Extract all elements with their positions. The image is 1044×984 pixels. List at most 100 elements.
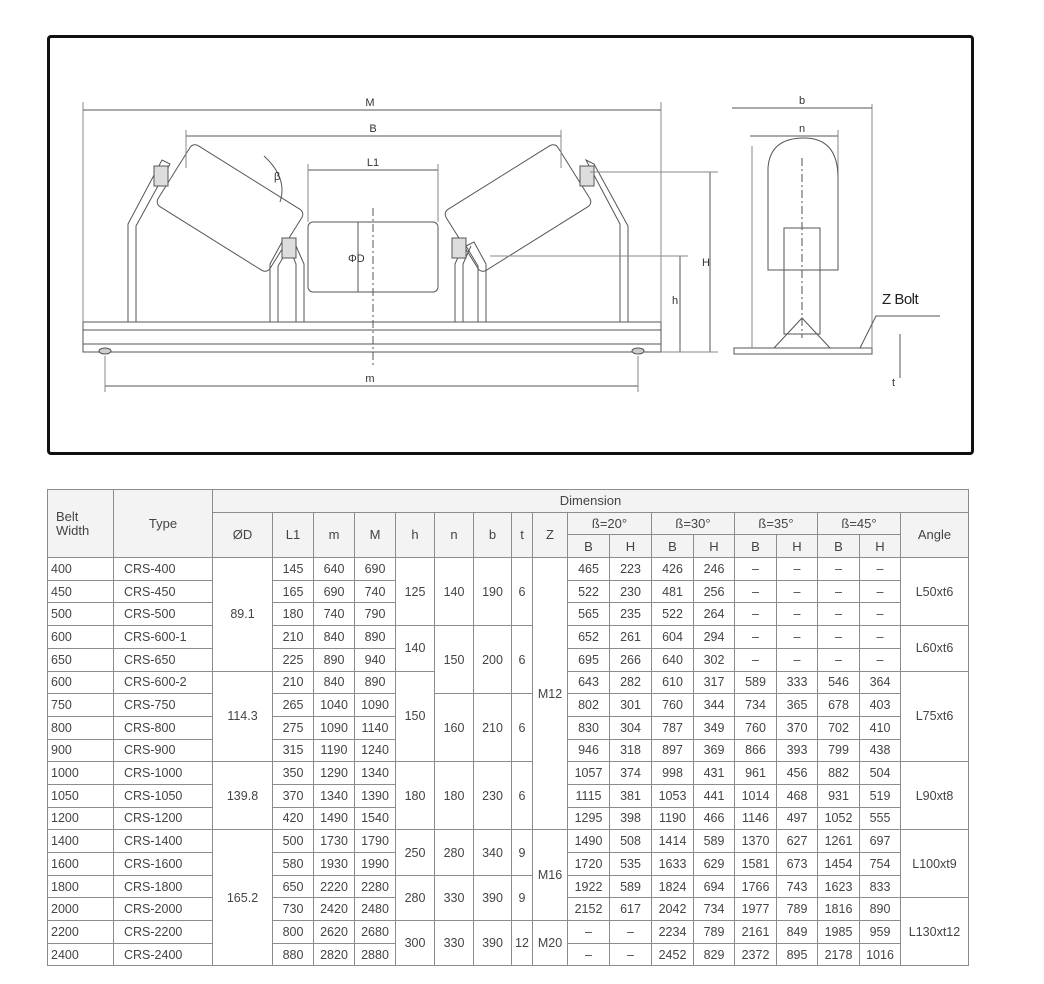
cell-b30: 1053 [651, 783, 694, 808]
cell-b45: 546 [817, 670, 860, 695]
cell-b35: 961 [734, 761, 777, 785]
cell-h45: 959 [859, 920, 901, 944]
cell-type: CRS-1200 [113, 806, 213, 831]
cell-h: 150 [395, 670, 435, 763]
cell-h35: 370 [776, 715, 818, 740]
cell-h30: 694 [693, 874, 735, 899]
cell-b35: – [734, 557, 777, 581]
cell-b45: 702 [817, 715, 860, 740]
cell-h35: – [776, 625, 818, 649]
cell-h20: 304 [609, 715, 652, 740]
cell-h20: 235 [609, 602, 652, 627]
cell-b: 390 [473, 920, 512, 967]
cell-b20: 946 [567, 738, 610, 763]
cell-b: 190 [473, 557, 512, 627]
cell-h45: 403 [859, 693, 901, 717]
cell-d: 89.1 [212, 557, 273, 672]
cell-h20: 589 [609, 874, 652, 899]
cell-M: 2480 [354, 897, 396, 922]
header-beta30: ß=30° [651, 511, 735, 536]
dim-n: n [799, 123, 805, 135]
cell-z: M12 [532, 557, 568, 831]
cell-m: 1040 [313, 693, 355, 717]
cell-b30: 1824 [651, 874, 694, 899]
cell-b20: 643 [567, 670, 610, 695]
cell-angle: L100xt9 [900, 829, 969, 899]
cell-type: CRS-650 [113, 647, 213, 672]
cell-b20: – [567, 920, 610, 944]
cell-M: 790 [354, 602, 396, 627]
cell-b30: 604 [651, 625, 694, 649]
cell-b45: 1052 [817, 806, 860, 831]
header-beta35: ß=35° [734, 511, 818, 536]
cell-b30: 787 [651, 715, 694, 740]
dim-D: ΦD [348, 253, 365, 265]
cell-b45: – [817, 557, 860, 581]
technical-drawing: M B L1 β ΦD H h m b n t Z Bolt [47, 35, 974, 455]
header-z: Z [532, 511, 568, 559]
cell-h30: 789 [693, 920, 735, 944]
cell-h: 180 [395, 761, 435, 831]
cell-h30: 344 [693, 693, 735, 717]
dim-beta: β [274, 171, 280, 183]
cell-t: 12 [511, 920, 533, 967]
cell-l1: 315 [272, 738, 314, 763]
cell-b45: 678 [817, 693, 860, 717]
cell-b30: 897 [651, 738, 694, 763]
cell-h45: 364 [859, 670, 901, 695]
cell-b45: – [817, 647, 860, 672]
cell-b45: 2178 [817, 942, 860, 967]
cell-h35: – [776, 602, 818, 627]
cell-belt-width: 2200 [47, 920, 114, 944]
dim-t: t [892, 377, 895, 389]
cell-b45: 931 [817, 783, 860, 808]
cell-h35: 468 [776, 783, 818, 808]
left-outer-bracket [127, 159, 171, 322]
cell-h: 300 [395, 920, 435, 967]
cell-h45: – [859, 579, 901, 604]
cell-type: CRS-800 [113, 715, 213, 740]
cell-angle: L75xt6 [900, 670, 969, 763]
cell-type: CRS-600-2 [113, 670, 213, 695]
cell-n: 180 [434, 761, 474, 831]
cell-l1: 265 [272, 693, 314, 717]
cell-b45: 1816 [817, 897, 860, 922]
cell-b30: 2452 [651, 942, 694, 967]
header-l1: L1 [272, 511, 314, 559]
cell-h45: 697 [859, 829, 901, 853]
cell-m: 2820 [313, 942, 355, 967]
dim-b: b [799, 95, 805, 107]
cell-m: 1290 [313, 761, 355, 785]
cell-angle: L90xt8 [900, 761, 969, 831]
cell-h35: 365 [776, 693, 818, 717]
cell-t: 6 [511, 557, 533, 627]
cell-b30: 2234 [651, 920, 694, 944]
cell-b35: 866 [734, 738, 777, 763]
cell-h30: 294 [693, 625, 735, 649]
header-n: n [434, 511, 474, 559]
cell-b45: 1454 [817, 852, 860, 876]
header-angle: Angle [900, 511, 969, 559]
cell-h20: 617 [609, 897, 652, 922]
cell-h35: 456 [776, 761, 818, 785]
cell-m: 640 [313, 557, 355, 581]
cell-h45: 890 [859, 897, 901, 922]
cell-h30: 431 [693, 761, 735, 785]
cell-h45: 754 [859, 852, 901, 876]
cell-belt-width: 600 [47, 625, 114, 649]
side-base [733, 347, 873, 355]
cell-b35: 2161 [734, 920, 777, 944]
cell-h45: 833 [859, 874, 901, 899]
cell-h35: 849 [776, 920, 818, 944]
cell-h30: 256 [693, 579, 735, 604]
header-belt-width: Belt Width [47, 488, 114, 559]
cell-b: 210 [473, 693, 512, 763]
header-beta45: ß=45° [817, 511, 901, 536]
cell-m: 1340 [313, 783, 355, 808]
cell-n: 330 [434, 920, 474, 967]
cell-h30: 349 [693, 715, 735, 740]
